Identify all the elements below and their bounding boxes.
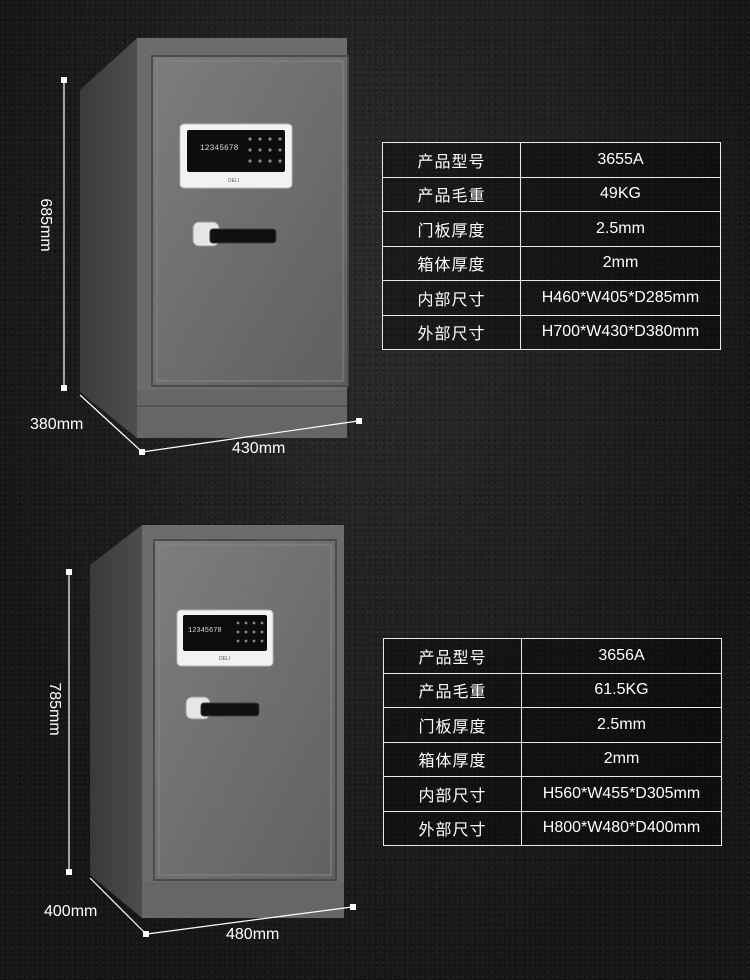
spec-value: 49KG [520, 176, 721, 212]
safe-illustration-2: 12345678 DELI [66, 525, 356, 937]
brand-mark: DELI [228, 178, 239, 184]
spec-value: 2.5mm [521, 707, 722, 743]
spec-value: H700*W430*D380mm [520, 314, 721, 350]
electronic-keypad: 12345678 DELI [179, 123, 293, 189]
door-handle [185, 696, 260, 720]
depth-dimension-label: 380mm [30, 416, 84, 433]
dimension-lines [63, 80, 359, 453]
safe-side-face [90, 525, 142, 918]
spec-label: 门板厚度 [383, 707, 522, 743]
spec-value: 3656A [521, 638, 722, 674]
keypad-buttons [236, 621, 264, 643]
product-section-1: 12345678 DELI 685mm 380mm 430mm [30, 38, 721, 457]
spec-label: 产品毛重 [382, 176, 521, 212]
spec-label: 产品型号 [382, 142, 521, 178]
spec-value: 2mm [520, 245, 721, 281]
height-dimension-label: 785mm [46, 682, 63, 736]
spec-value: 3655A [520, 142, 721, 178]
spec-label: 外部尺寸 [383, 810, 522, 846]
spec-label: 门板厚度 [382, 211, 521, 247]
safe-side-face [80, 38, 137, 438]
spec-value: 2.5mm [520, 211, 721, 247]
safe-base [137, 390, 347, 438]
depth-dimension-label: 400mm [44, 903, 98, 920]
spec-value: 61.5KG [521, 672, 722, 708]
spec-label: 外部尺寸 [382, 314, 521, 350]
keypad-buttons [248, 137, 282, 163]
product-section-2: 12345678 DELI 785mm 400mm 480mm [0, 490, 750, 980]
door-handle [192, 221, 277, 247]
dimension-lines [68, 572, 353, 935]
spec-label: 产品型号 [383, 638, 522, 674]
keypad-display-digits: 12345678 [188, 627, 222, 635]
spec-label: 产品毛重 [383, 672, 522, 708]
height-dimension-label: 685mm [37, 198, 54, 252]
spec-value: H460*W405*D285mm [520, 280, 721, 316]
electronic-keypad: 12345678 DELI [176, 609, 274, 667]
safe-door [151, 55, 349, 387]
keypad-display-digits: 12345678 [200, 144, 239, 153]
width-dimension-label: 430mm [232, 440, 286, 457]
spec-label: 内部尺寸 [382, 280, 521, 316]
spec-label: 箱体厚度 [382, 245, 521, 281]
spec-value: 2mm [521, 741, 722, 777]
safe-door-inner-edge [156, 60, 344, 382]
brand-mark: DELI [219, 656, 230, 662]
safe-door-inner-edge [158, 544, 332, 876]
spec-label: 内部尺寸 [383, 776, 522, 812]
width-dimension-label: 480mm [226, 926, 280, 943]
spec-value: H560*W455*D305mm [521, 776, 722, 812]
spec-value: H800*W480*D400mm [521, 810, 722, 846]
safe-illustration-1: 12345678 DELI [61, 38, 362, 455]
spec-label: 箱体厚度 [383, 741, 522, 777]
